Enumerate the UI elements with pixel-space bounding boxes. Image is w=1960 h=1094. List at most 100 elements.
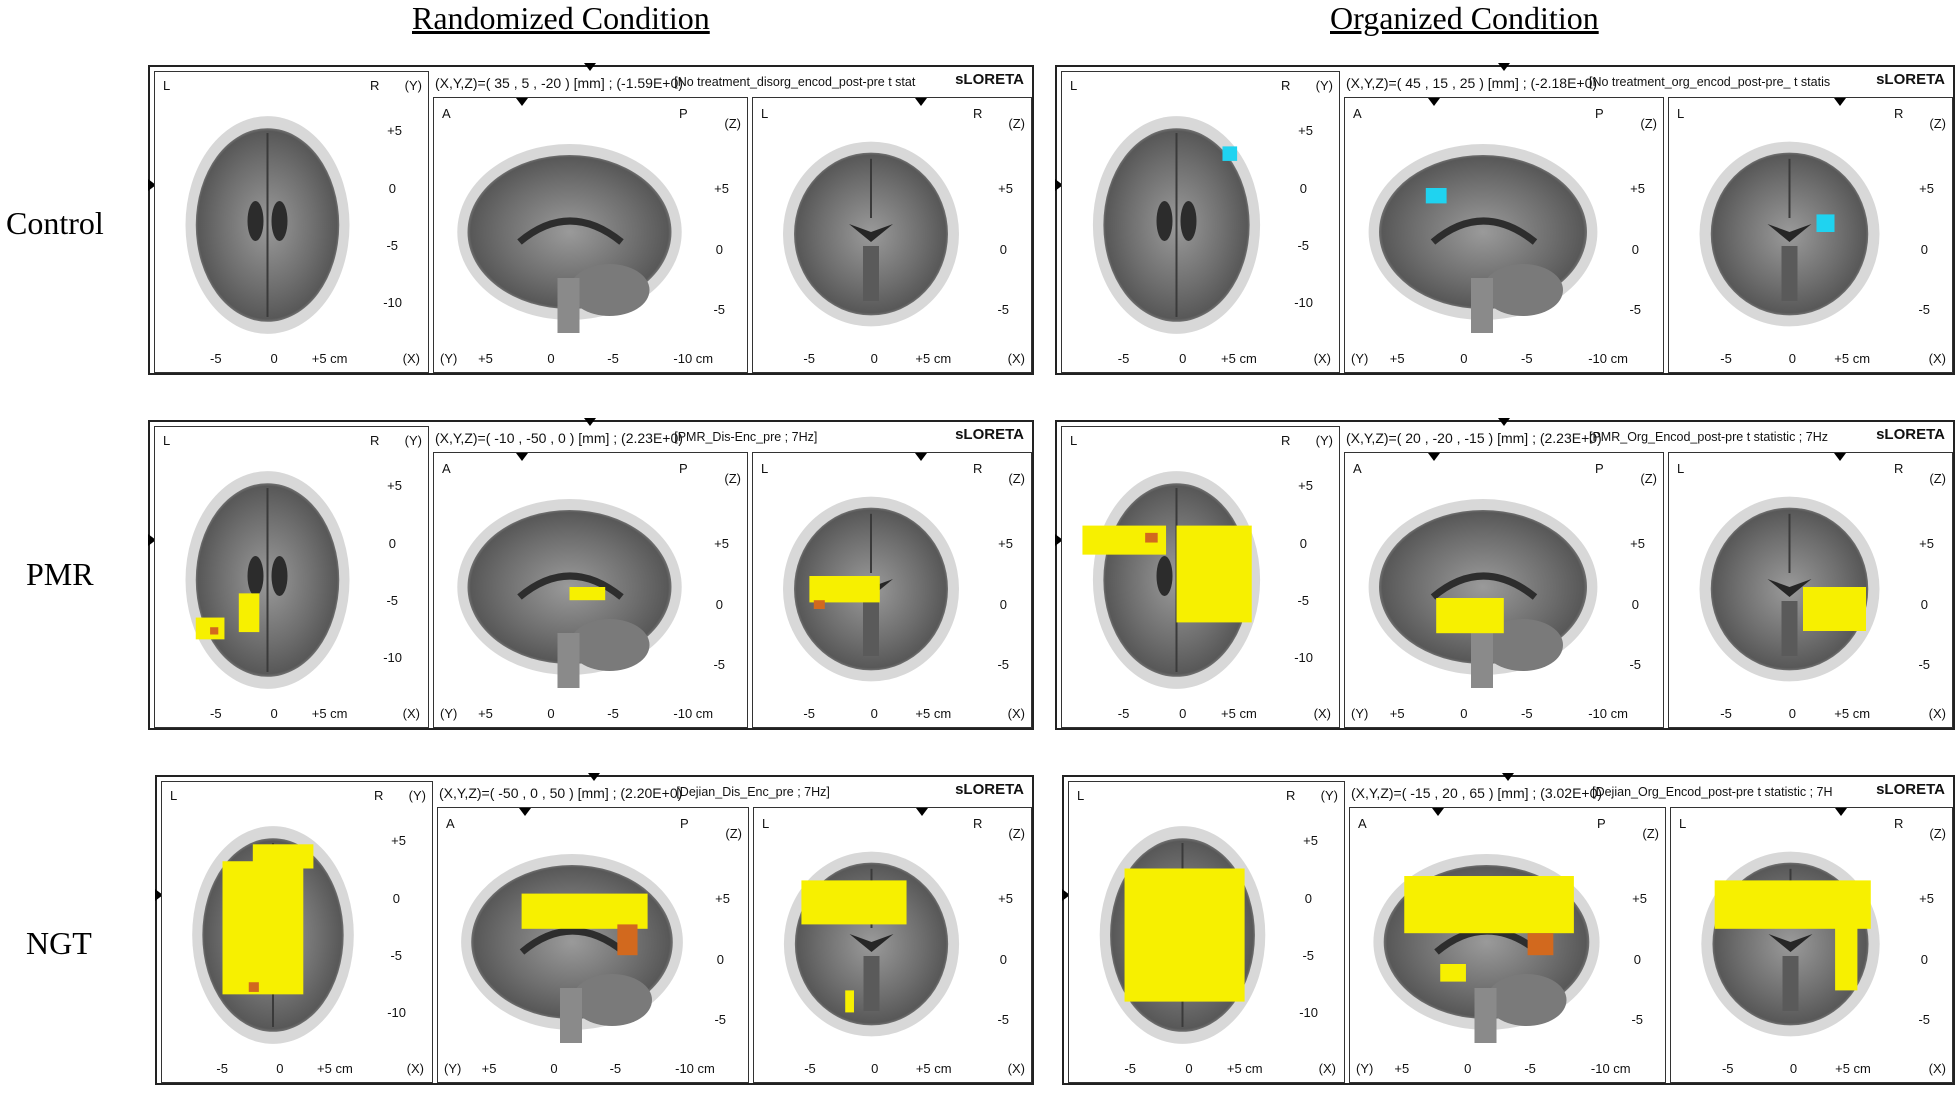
sagittal-A-label: A: [446, 816, 455, 831]
coronal-xtick: +5 cm: [1834, 706, 1871, 721]
activation-cluster: [845, 990, 854, 1013]
left-cursor-marker: [1055, 178, 1063, 191]
sagittal-ztick: -5: [713, 302, 725, 318]
axial-L-label: L: [163, 433, 171, 448]
activation-cluster: [1404, 876, 1574, 934]
axial-Y-label: (Y): [404, 433, 422, 448]
brain-slice-axial: [165, 98, 370, 340]
sagittal-image: [442, 122, 697, 342]
sagittal-ytick: -5: [1521, 351, 1533, 366]
cerebellum: [569, 264, 650, 316]
coronal-xtick: 0: [870, 706, 878, 721]
coronal-xtick: +5 cm: [915, 1061, 952, 1076]
coronal-ztick: +5: [998, 890, 1013, 906]
panel-condition-label: [PMR_Dis-Enc_pre ; 7Hz]: [674, 430, 818, 444]
sagittal-cursor: [1432, 808, 1445, 816]
coronal-xtick: -5: [1721, 1061, 1734, 1076]
axial-L-label: L: [163, 78, 171, 93]
axial-ytick: -10: [387, 1005, 406, 1021]
activation-cluster: [809, 576, 880, 603]
axial-X-label: (X): [1318, 1061, 1336, 1076]
axial-image: [172, 808, 374, 1050]
activation-cluster: [617, 924, 638, 956]
axial-xtick: 0: [1185, 1061, 1193, 1076]
sagittal-image: [446, 832, 698, 1052]
sagittal-ytick: -10 cm: [1590, 1061, 1631, 1076]
axial-L-label: L: [1070, 78, 1078, 93]
axial-R-label: R: [1286, 788, 1296, 803]
sagittal-Z-label: (Z): [1642, 826, 1659, 841]
panel-coordinates: (X,Y,Z)=( -10 , -50 , 0 ) [mm] ; (2.23E+…: [435, 430, 683, 446]
coronal-Z-label: (Z): [1008, 826, 1025, 841]
sagittal-ytick: -10 cm: [1588, 706, 1628, 721]
corpus-callosum: [519, 927, 627, 955]
coronal-image: [1677, 122, 1902, 342]
axial-xtick: +5 cm: [311, 351, 348, 366]
sagittal-ztick: -5: [1629, 302, 1641, 318]
axial-Y-label: (Y): [1315, 78, 1333, 93]
activation-cluster: [222, 861, 304, 995]
cerebellum: [1486, 974, 1567, 1026]
sagittal-P-label: P: [1595, 106, 1604, 121]
brain-slice-sagittal: [442, 477, 697, 697]
left-cursor-marker: [148, 533, 156, 546]
coronal-ztick: -5: [997, 1012, 1009, 1028]
sagittal-ztick: -5: [714, 1012, 726, 1028]
axial-ytick: -5: [1302, 948, 1314, 964]
coronal-X-label: (X): [1007, 1061, 1025, 1076]
axial-X-label: (X): [402, 351, 420, 366]
sagittal-Y-label: (Y): [1351, 351, 1369, 366]
sagittal-ztick: 0: [1631, 596, 1639, 612]
brainstem: [1781, 246, 1798, 301]
panel-condition-label: [PMR_Org_Encod_post-pre t statistic ; 7H…: [1589, 430, 1828, 444]
axial-xtick: -5: [1124, 1061, 1136, 1076]
coronal-Z-label: (Z): [1929, 116, 1946, 131]
brainstem: [560, 988, 582, 1043]
corpus-callosum: [517, 572, 624, 600]
brain-slice-axial: [1079, 808, 1286, 1050]
brain-slice-sagittal: [1358, 832, 1615, 1052]
cerebellum: [572, 974, 652, 1026]
coronal-ztick: -5: [997, 657, 1009, 673]
brain-slice-sagittal: [1353, 477, 1613, 697]
coronal-image: [762, 832, 981, 1052]
activation-cluster: [1803, 587, 1866, 631]
axial-X-label: (X): [402, 706, 420, 721]
corpus-callosum: [1430, 572, 1538, 600]
sagittal-cursor: [519, 808, 532, 816]
axial-ytick: -10: [1294, 650, 1313, 666]
panel-coordinates: (X,Y,Z)=( -50 , 0 , 50 ) [mm] ; (2.20E+0…: [439, 785, 683, 801]
brain-slice-axial: [1072, 98, 1281, 340]
axial-X-label: (X): [406, 1061, 424, 1076]
ventricle-left: [247, 201, 264, 241]
axial-ytick: -5: [1297, 593, 1309, 609]
coronal-L-label: L: [761, 106, 769, 121]
activation-cluster: [1425, 188, 1447, 204]
axial-image: [1072, 98, 1281, 340]
brainstem: [1474, 988, 1497, 1043]
axial-ytick: 0: [392, 890, 400, 906]
coronal-Z-label: (Z): [1929, 826, 1946, 841]
row-label-ngt: NGT: [26, 925, 92, 961]
brain-slice-sagittal: [446, 832, 698, 1052]
axial-ytick: 0: [388, 535, 396, 551]
coronal-ztick: 0: [999, 596, 1007, 612]
sagittal-ztick: +5: [1630, 535, 1645, 551]
sagittal-ytick: -10 cm: [673, 351, 714, 366]
brain-slice-axial: [1072, 453, 1281, 695]
sagittal-A-label: A: [1358, 816, 1367, 831]
coronal-ztick: 0: [999, 951, 1007, 967]
coronal-R-label: R: [973, 106, 983, 121]
coronal-ztick: -5: [1918, 1012, 1930, 1028]
coronal-ztick: +5: [1919, 180, 1934, 196]
sagittal-Z-label: (Z): [1640, 471, 1657, 486]
axial-ytick: -5: [390, 948, 402, 964]
panel-condition-label: [No treatment_disorg_encod_post-pre t st…: [674, 75, 916, 89]
